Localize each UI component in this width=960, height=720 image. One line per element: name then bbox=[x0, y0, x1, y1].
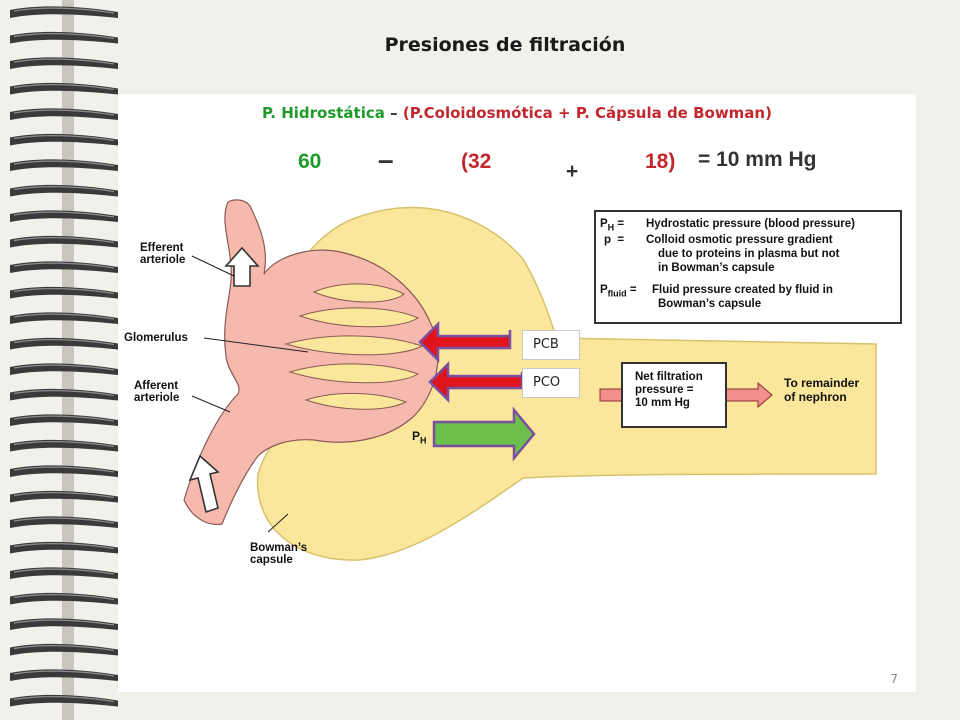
binding-ring bbox=[10, 516, 118, 528]
ph-arrow bbox=[432, 406, 536, 462]
binding-ring bbox=[10, 235, 118, 248]
capillary-gap bbox=[312, 283, 405, 303]
diagram-panel: P. Hidrostática – (P.Coloidosmótica + P.… bbox=[118, 94, 916, 692]
binding-ring bbox=[10, 312, 118, 324]
binding-ring bbox=[10, 363, 118, 375]
formula-bowman: P. Cápsula de Bowman) bbox=[575, 104, 772, 122]
binding-ring bbox=[10, 643, 118, 656]
value-bowman: 18) bbox=[645, 150, 676, 173]
binding-ring bbox=[10, 541, 118, 554]
binding-ring bbox=[10, 57, 118, 69]
capillary-gap bbox=[284, 335, 424, 356]
value-colloid: (32 bbox=[461, 150, 492, 173]
value-plus: + bbox=[566, 160, 579, 183]
value-hydrostatic: 60 bbox=[298, 150, 322, 173]
capillary-gap bbox=[298, 307, 420, 328]
legend-box: PH = Hydrostatic pressure (blood pressur… bbox=[594, 210, 902, 324]
binding-ring bbox=[10, 261, 118, 273]
binding-ring bbox=[10, 159, 118, 171]
slide-title: Presiones de filtración bbox=[384, 34, 626, 56]
capillary-gap bbox=[288, 363, 420, 384]
ph-label: PH bbox=[412, 429, 427, 446]
binding-ring bbox=[10, 694, 118, 707]
pco-arrow bbox=[428, 360, 524, 404]
binding-ring bbox=[10, 465, 118, 477]
afferent-flow-arrow bbox=[188, 454, 220, 514]
formula-line: P. Hidrostática – (P.Coloidosmótica + P.… bbox=[118, 104, 916, 122]
pcb-tag: PCB bbox=[522, 330, 580, 360]
binding-ring bbox=[10, 82, 118, 95]
binding-ring bbox=[10, 414, 118, 426]
binding-ring bbox=[10, 388, 118, 401]
value-minus: – bbox=[378, 144, 394, 175]
binding-ring bbox=[10, 592, 118, 605]
page-number: 7 bbox=[890, 672, 898, 686]
formula-plus: + bbox=[558, 104, 571, 122]
binding-ring bbox=[10, 669, 118, 681]
binding-ring bbox=[10, 567, 118, 579]
binding-ring bbox=[10, 31, 118, 44]
pco-tag: PCO bbox=[522, 368, 580, 398]
to-remainder-label: To remainder of nephron bbox=[784, 376, 860, 404]
glomerulus-label: Glomerulus bbox=[124, 332, 188, 344]
efferent-flow-arrow bbox=[224, 246, 260, 287]
binding-ring bbox=[10, 337, 118, 350]
binding-ring bbox=[10, 184, 118, 197]
formula-minus: – bbox=[390, 104, 398, 122]
binding-ring bbox=[10, 6, 118, 18]
formula-colloid: (P.Coloidosmótica bbox=[402, 104, 553, 122]
efferent-arteriole-label: Efferent arteriole bbox=[140, 242, 186, 266]
value-result: = 10 mm Hg bbox=[698, 148, 817, 171]
binding-ring bbox=[10, 439, 118, 452]
formula-hydrostatic: P. Hidrostática bbox=[262, 104, 385, 122]
binding-ring bbox=[10, 210, 118, 222]
pcb-arrow bbox=[418, 320, 512, 364]
binding-ring bbox=[10, 286, 118, 299]
afferent-arteriole-label: Afferent arteriole bbox=[134, 380, 180, 404]
binding-ring bbox=[10, 133, 118, 146]
bowmans-capsule-label: Bowman’s capsule bbox=[250, 542, 308, 566]
spiral-binding bbox=[10, 0, 118, 720]
net-filtration-box: Net filtration pressure = 10 mm Hg bbox=[621, 362, 727, 428]
capillary-gap bbox=[304, 392, 408, 410]
binding-ring bbox=[10, 108, 118, 120]
binding-ring bbox=[10, 618, 118, 630]
binding-ring bbox=[10, 490, 118, 503]
